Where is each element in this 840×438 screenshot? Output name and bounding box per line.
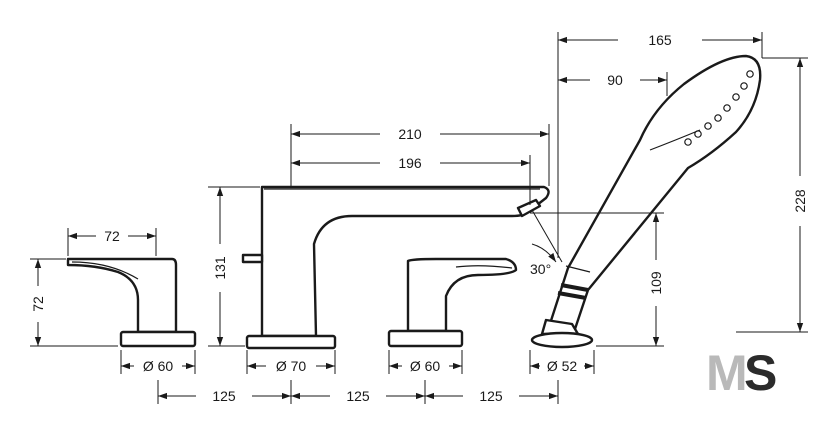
spout-knob xyxy=(241,253,264,264)
spray-nozzles-icon xyxy=(684,70,754,146)
dim-diameter-spout: Ø 70 xyxy=(246,350,336,374)
dim-72-left: 72 xyxy=(30,258,118,347)
dim-diameter-left: Ø 60 xyxy=(120,350,196,374)
dim-diameter-shower: Ø 52 xyxy=(529,350,595,374)
dim-spacing: 125 125 125 xyxy=(157,380,559,404)
dim-165: 165 xyxy=(557,32,763,258)
dim-diameter-shower-label: Ø 52 xyxy=(547,358,578,374)
watermark-logo: M S xyxy=(706,345,777,401)
dim-131: 131 xyxy=(208,186,260,347)
dim-131-label: 131 xyxy=(212,256,228,280)
spout-base xyxy=(245,334,337,350)
right-base xyxy=(387,329,464,348)
dim-228-label: 228 xyxy=(792,189,808,213)
dim-diameter-spout-label: Ø 70 xyxy=(276,358,307,374)
right-handle xyxy=(387,257,518,348)
dim-196-label: 196 xyxy=(398,155,422,171)
dim-angle-label: 30° xyxy=(530,261,551,277)
dim-210-label: 210 xyxy=(398,126,422,142)
left-handle xyxy=(66,257,197,348)
hand-shower xyxy=(530,54,762,349)
dim-90-label: 90 xyxy=(607,72,623,88)
dim-210: 210 xyxy=(290,124,550,186)
dim-72-top: 72 xyxy=(67,228,157,256)
dim-diameter-right: Ø 60 xyxy=(388,350,463,374)
dim-228: 228 xyxy=(736,57,808,333)
dim-109-label: 109 xyxy=(648,271,664,295)
dim-angle: 30° xyxy=(530,209,563,277)
dim-90: 90 xyxy=(558,72,668,96)
dim-109: 109 xyxy=(530,212,664,347)
dim-spacing-1-label: 125 xyxy=(212,388,236,404)
spout xyxy=(241,185,550,350)
left-base xyxy=(119,330,197,348)
dim-72-left-label: 72 xyxy=(30,296,46,312)
dim-196: 196 xyxy=(291,155,531,205)
watermark-s: S xyxy=(744,345,777,401)
dim-diameter-left-label: Ø 60 xyxy=(143,358,174,374)
watermark-m: M xyxy=(706,345,748,401)
dim-165-label: 165 xyxy=(648,32,672,48)
hose-coupling-rings xyxy=(557,283,589,300)
dim-diameter-right-label: Ø 60 xyxy=(410,358,441,374)
dim-spacing-3-label: 125 xyxy=(479,388,503,404)
dim-spacing-2-label: 125 xyxy=(346,388,370,404)
dim-72-top-label: 72 xyxy=(104,228,120,244)
shower-base xyxy=(530,331,594,349)
